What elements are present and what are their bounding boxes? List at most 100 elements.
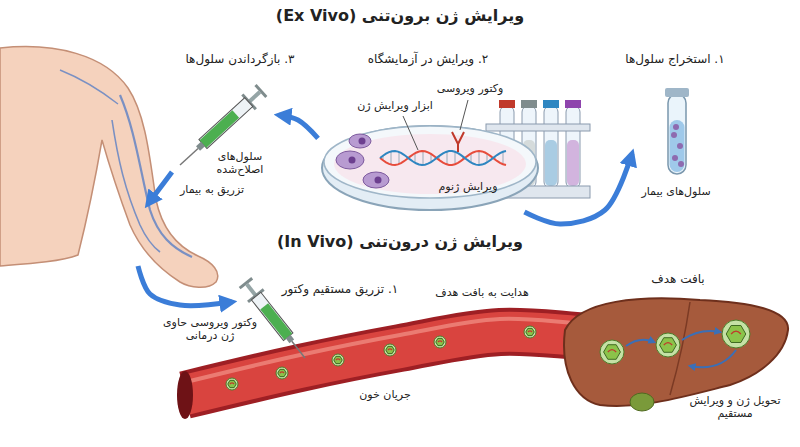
text-wrap: تحویل ژن و ویرایش مستقیم	[683, 394, 788, 420]
text-wrap: سلول‌های بیمار	[641, 185, 710, 198]
rack-cap	[499, 100, 515, 108]
virus-halo	[600, 340, 624, 364]
body-arm	[0, 47, 218, 288]
virus-gene	[388, 349, 392, 350]
liver-virus	[656, 333, 680, 357]
vein-line	[120, 95, 192, 257]
node-text: ابزار ویرایش ژن	[357, 99, 433, 112]
virus-halo	[656, 333, 680, 357]
arm-to-syringe-arrow	[138, 266, 232, 306]
cell-nucleus	[349, 157, 356, 164]
figure-label: ۲. ویرایش در آزمایشگاه	[368, 52, 488, 66]
figure-node: بافت هدف تحویل ژن و ویرایش مستقیم	[558, 268, 794, 432]
text-wrap: بافت هدف	[651, 272, 704, 286]
virus-gene	[230, 383, 234, 384]
virus-capsid	[334, 356, 342, 363]
gallbladder	[630, 393, 654, 411]
rack-tube	[544, 106, 558, 188]
vein-line	[112, 120, 160, 252]
sample-liquid	[670, 120, 685, 172]
figure-label: ۱. تزریق مستقیم وکتور	[282, 282, 398, 296]
cell-nucleus	[359, 138, 366, 145]
figure-label: تزریق به بیمار	[180, 183, 244, 196]
virus-gene	[280, 372, 284, 373]
syringe-needle	[292, 341, 305, 358]
vessel-lumen	[185, 332, 595, 395]
sample-tube	[668, 94, 686, 174]
dna-rung	[391, 151, 392, 164]
cell-nucleus	[375, 177, 382, 184]
dish-medium	[334, 134, 526, 194]
syringe-barrel	[251, 292, 292, 340]
vessel-opening	[177, 371, 193, 419]
virus-particle	[276, 367, 288, 379]
label-wrap: هدایت به بافت هدف	[435, 286, 528, 299]
sample-cell	[672, 155, 678, 161]
liver-virus	[600, 340, 624, 364]
virus-particle	[434, 336, 446, 348]
sample-cell	[678, 161, 684, 167]
node-text: سلول‌های اصلاح‌شده	[205, 150, 275, 176]
text-wrap: سلول‌های اصلاح‌شده	[205, 150, 275, 176]
virus-capsid	[228, 380, 236, 387]
virus-halo	[332, 354, 344, 366]
syringe-liquid	[260, 303, 292, 340]
virus-halo	[226, 378, 238, 390]
figure-label: ویرایش ژن درون‌تنی (In Vivo)	[277, 232, 523, 251]
node-text: وکتور ویروسی حاوی ژن درمانی	[162, 316, 258, 342]
virus-gene	[336, 359, 340, 360]
delivery-arrow	[690, 350, 736, 367]
rack-bar	[486, 124, 590, 131]
flow-arrow	[279, 115, 318, 138]
virus-gene	[528, 331, 532, 332]
virus-capsid	[436, 338, 444, 345]
figure-label: ۱. استخراج سلول‌ها	[625, 52, 724, 66]
sample-cell	[677, 143, 683, 149]
virus-gene	[438, 341, 442, 342]
syringe-barrel	[199, 98, 253, 149]
virus-halo	[434, 336, 446, 348]
virus-gene	[664, 343, 672, 345]
text-wrap: ابزار ویرایش ژن	[357, 99, 433, 112]
node-text: ویرایش ژنوم	[439, 180, 498, 193]
title-wrap: ویرایش ژن برون‌تنی (Ex Vivo)	[276, 6, 524, 25]
figure-node: ابزار ویرایش ژن وکتور ویروسی ویرایش ژنوم	[318, 78, 540, 212]
virus-halo	[384, 344, 396, 356]
virus-gene	[608, 350, 616, 352]
dna-rung	[399, 152, 400, 164]
cell	[336, 151, 364, 169]
dna-strand	[380, 151, 506, 165]
node-text: سلول‌های بیمار	[641, 185, 710, 198]
leader-line	[460, 100, 468, 130]
virus-capsid	[526, 328, 534, 335]
figure-label: هدایت به بافت هدف	[435, 286, 528, 299]
virus-particle	[384, 344, 396, 356]
rack-cap	[543, 100, 559, 108]
virus-gene	[731, 331, 741, 334]
node-text: وکتور ویروسی	[437, 82, 504, 95]
dna-strand	[380, 151, 506, 165]
figure-label: جریان خون	[359, 388, 410, 401]
label-wrap: ۳. بازگرداندن سلول‌ها	[185, 52, 294, 66]
rack-liquid	[545, 140, 557, 186]
figure-node: سلول‌های بیمار	[632, 84, 722, 204]
label-wrap: جریان خون	[359, 388, 410, 401]
text-wrap: وکتور ویروسی	[437, 82, 504, 95]
label-wrap: ۲. ویرایش در آزمایشگاه	[368, 52, 488, 66]
virus-capsid	[604, 345, 621, 360]
virus-halo	[524, 326, 536, 338]
figure-node: سلول‌های اصلاح‌شده	[172, 80, 279, 180]
virus-halo	[276, 367, 288, 379]
node-text: تحویل ژن و ویرایش مستقیم	[683, 394, 788, 420]
rack-cap	[521, 100, 537, 108]
liver-virus	[722, 320, 750, 348]
sample-cell	[673, 124, 679, 130]
leader-line	[403, 116, 418, 150]
dna-rung	[479, 151, 480, 165]
virus-particle	[524, 326, 536, 338]
cell	[363, 172, 389, 188]
syringe-needle	[180, 149, 198, 166]
